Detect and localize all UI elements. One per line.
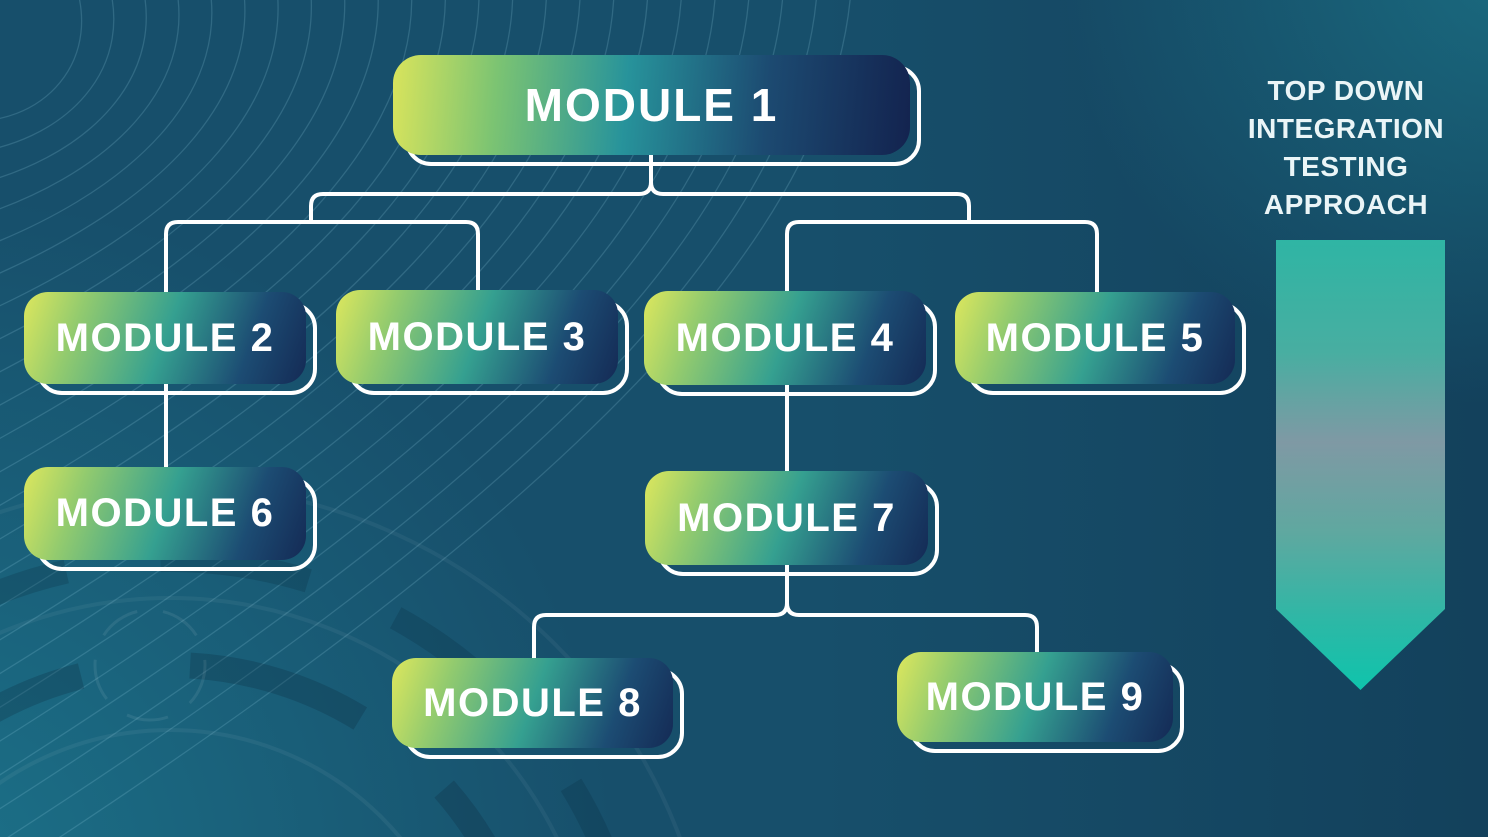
title-line-2: INTEGRATION — [1247, 113, 1445, 144]
connector-m1-right — [649, 153, 971, 224]
module-4-label: MODULE 4 — [675, 315, 895, 360]
module-6-node: MODULE 6 — [24, 467, 317, 571]
module-5-node: MODULE 5 — [955, 292, 1246, 395]
connector-m7-m8 — [532, 563, 789, 660]
module-2-label: MODULE 2 — [55, 315, 275, 360]
down-arrow-icon — [1276, 240, 1445, 690]
module-9-node: MODULE 9 — [897, 652, 1184, 753]
title-line-1: TOP DOWN — [1267, 75, 1425, 106]
module-3-box: MODULE 3 — [336, 290, 618, 384]
module-9-label: MODULE 9 — [925, 674, 1145, 719]
module-2-box: MODULE 2 — [24, 292, 306, 384]
module-3-label: MODULE 3 — [367, 314, 587, 359]
connector-m4-m5-bar — [785, 220, 1099, 294]
module-1-label: MODULE 1 — [524, 79, 779, 131]
connector-m7-m9 — [785, 563, 1039, 654]
module-8-label: MODULE 8 — [423, 680, 642, 725]
module-7-node: MODULE 7 — [645, 471, 939, 576]
module-6-box: MODULE 6 — [24, 467, 306, 560]
module-2-node: MODULE 2 — [24, 292, 317, 395]
title-line-4: APPROACH — [1263, 189, 1429, 220]
title-line-3: TESTING — [1283, 151, 1409, 182]
module-5-label: MODULE 5 — [985, 315, 1205, 360]
module-1-node: MODULE 1 — [393, 55, 921, 166]
module-8-node: MODULE 8 — [392, 658, 684, 759]
module-4-node: MODULE 4 — [644, 291, 937, 396]
diagram-title: TOP DOWN INTEGRATION TESTING APPROACH — [1232, 72, 1460, 224]
module-7-box: MODULE 7 — [645, 471, 928, 565]
connector-m2-m3-bar — [164, 220, 480, 294]
module-7-label: MODULE 7 — [677, 495, 896, 540]
module-8-box: MODULE 8 — [392, 658, 673, 748]
module-6-label: MODULE 6 — [55, 491, 275, 535]
module-5-box: MODULE 5 — [955, 292, 1235, 384]
module-4-box: MODULE 4 — [644, 291, 926, 385]
module-3-node: MODULE 3 — [336, 290, 629, 395]
module-1-box: MODULE 1 — [393, 55, 910, 155]
module-9-box: MODULE 9 — [897, 652, 1173, 742]
